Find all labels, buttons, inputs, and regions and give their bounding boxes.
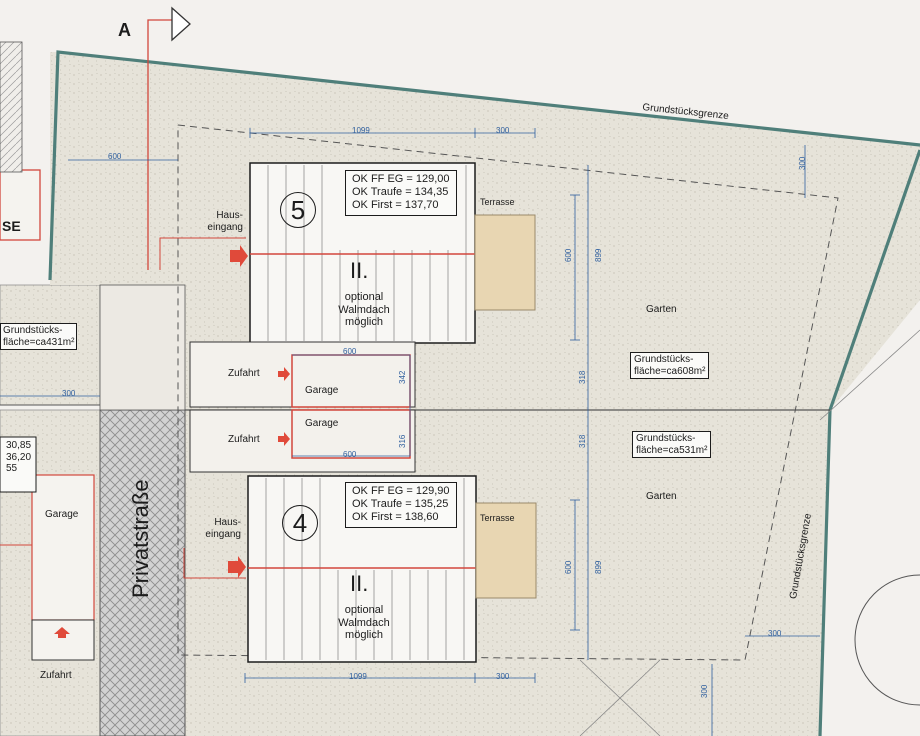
dim-garage-depth-top: 342 <box>398 370 407 384</box>
house5-garage-label: Garage <box>305 385 339 396</box>
house4-entrance-label: Haus- eingang <box>185 517 241 540</box>
house4-area-label: Grundstücks- fläche=ca531m² <box>632 431 712 458</box>
house4-terrace <box>475 502 537 599</box>
house5-elev-traufe: OK Traufe = 134,35 <box>352 186 449 199</box>
house5-roof-note: optional Walmdach möglich <box>322 291 406 329</box>
house4-area-line1: Grundstücks- <box>636 433 696 444</box>
house4-garden-label: Garten <box>646 491 677 502</box>
house4-entrance-line1: Haus- <box>214 517 241 528</box>
left-value-2: 36,20 <box>6 451 32 463</box>
house4-elevation-box: OK FF EG = 129,90 OK Traufe = 135,25 OK … <box>345 482 457 528</box>
house5-roof-line1: optional <box>344 291 384 303</box>
house5-roof-line2: Walmdach <box>338 303 390 316</box>
house5-area-label: Grundstücks- fläche=ca608m² <box>630 352 710 379</box>
access-road-top <box>99 284 186 411</box>
section-arrow <box>171 6 191 42</box>
north-arrow-circle <box>854 574 920 706</box>
house4-garage-label: Garage <box>305 418 339 429</box>
dim-bottom-setback: 300 <box>496 672 510 681</box>
left-value-1: 30,85 <box>6 440 32 451</box>
left-partial-values: 30,85 36,20 55 <box>6 440 31 475</box>
garage-lower-area <box>189 409 416 473</box>
dim-lot-depth-lower: 318 <box>578 434 587 448</box>
house4-area-line2: fläche=ca531m² <box>636 444 708 456</box>
house4-roof-line2: Walmdach <box>338 616 390 629</box>
dimension-lines <box>0 128 820 736</box>
house4-entrance-arrow <box>228 556 246 578</box>
left-hatched-strip <box>0 41 23 173</box>
house5-stair-hatching <box>267 165 467 341</box>
left-partial-label: SE <box>2 218 21 234</box>
house4-red-outline <box>183 548 246 579</box>
garage-upper-arrow <box>278 367 290 381</box>
house4-terrace-label: Terrasse <box>480 513 515 523</box>
property-boundary-line <box>48 50 920 281</box>
street-label: Privatstraße <box>128 479 153 598</box>
dim-bottom-right-vertical: 300 <box>700 684 709 698</box>
house5-garden-label: Garten <box>646 304 677 315</box>
house4-elev-eg: OK FF EG = 129,90 <box>352 485 450 497</box>
house5-red-outline <box>159 237 246 270</box>
house5-entrance-label: Haus- eingang <box>187 210 243 233</box>
dim-left-offset: 600 <box>108 152 122 161</box>
dim-house4-depth-a: 600 <box>564 560 573 574</box>
dim-right-setback-bottom: 300 <box>768 629 782 638</box>
house5-terrace-label: Terrasse <box>480 197 515 207</box>
left-garage-label: Garage <box>45 509 79 520</box>
house4-number: 4 <box>282 505 318 541</box>
dim-top-width: 1099 <box>352 126 370 135</box>
house5-entrance-arrow <box>230 245 248 267</box>
section-line-a <box>147 19 172 270</box>
left-zufahrt-label: Zufahrt <box>40 670 72 681</box>
left-garage-arrow <box>54 627 70 638</box>
house5-elev-first: OK First = 137,70 <box>352 199 439 212</box>
left-area-label-line1: Grundstücks- <box>3 325 63 336</box>
house4-roof-note: optional Walmdach möglich <box>322 604 406 642</box>
house5-elevation-box: OK FF EG = 129,00 OK Traufe = 134,35 OK … <box>345 170 457 216</box>
left-partial-values-box <box>0 436 37 493</box>
dim-left-small: 300 <box>62 389 76 398</box>
house4-elev-traufe: OK Traufe = 135,25 <box>352 498 449 511</box>
house5-entrance-line2: eingang <box>207 221 243 233</box>
dim-lot-depth-upper: 318 <box>578 370 587 384</box>
house5-area-line2: fläche=ca608m² <box>634 365 706 377</box>
dim-garage-depth-bottom: 316 <box>398 434 407 448</box>
house5-roof-line3: möglich <box>345 316 383 329</box>
left-area-label: Grundstücks- fläche=ca431m² <box>0 323 78 350</box>
dim-right-setback-top: 300 <box>798 156 807 170</box>
left-garage-block <box>31 474 95 621</box>
dim-house4-depth-b: 899 <box>594 560 603 574</box>
dim-house5-depth-a: 600 <box>564 248 573 262</box>
dim-garage-width-bottom: 600 <box>343 450 357 459</box>
private-street <box>99 409 186 736</box>
left-area-label-line2: fläche=ca431m² <box>3 336 75 348</box>
house4-zufahrt-label: Zufahrt <box>228 434 260 445</box>
house4-roof-line1: optional <box>344 604 384 616</box>
dim-top-setback: 300 <box>496 126 510 135</box>
garage-upper-area <box>189 341 416 408</box>
house5-number: 5 <box>280 192 316 228</box>
dim-garage-width-top: 600 <box>343 347 357 356</box>
house5-entrance-line1: Haus- <box>216 210 243 221</box>
dim-bottom-width: 1099 <box>349 672 367 681</box>
house5-terrace <box>474 214 536 311</box>
section-marker-label: A <box>118 20 131 40</box>
house4-storeys: II. <box>350 571 369 596</box>
house4-roof-line3: möglich <box>345 629 383 642</box>
building-envelope-dashed <box>177 124 839 661</box>
garage-lower-arrow <box>278 432 290 446</box>
house5-zufahrt-label: Zufahrt <box>228 368 260 379</box>
house5-storeys: II. <box>350 258 369 283</box>
house5-elev-eg: OK FF EG = 129,00 <box>352 173 450 185</box>
left-value-3: 55 <box>6 463 18 474</box>
dim-house5-depth-b: 899 <box>594 248 603 262</box>
construction-lines <box>579 329 920 736</box>
house4-elev-first: OK First = 138,60 <box>352 511 439 524</box>
house4-entrance-line2: eingang <box>205 528 241 540</box>
house5-area-line1: Grundstücks- <box>634 354 694 365</box>
left-zufahrt-area <box>31 619 95 661</box>
